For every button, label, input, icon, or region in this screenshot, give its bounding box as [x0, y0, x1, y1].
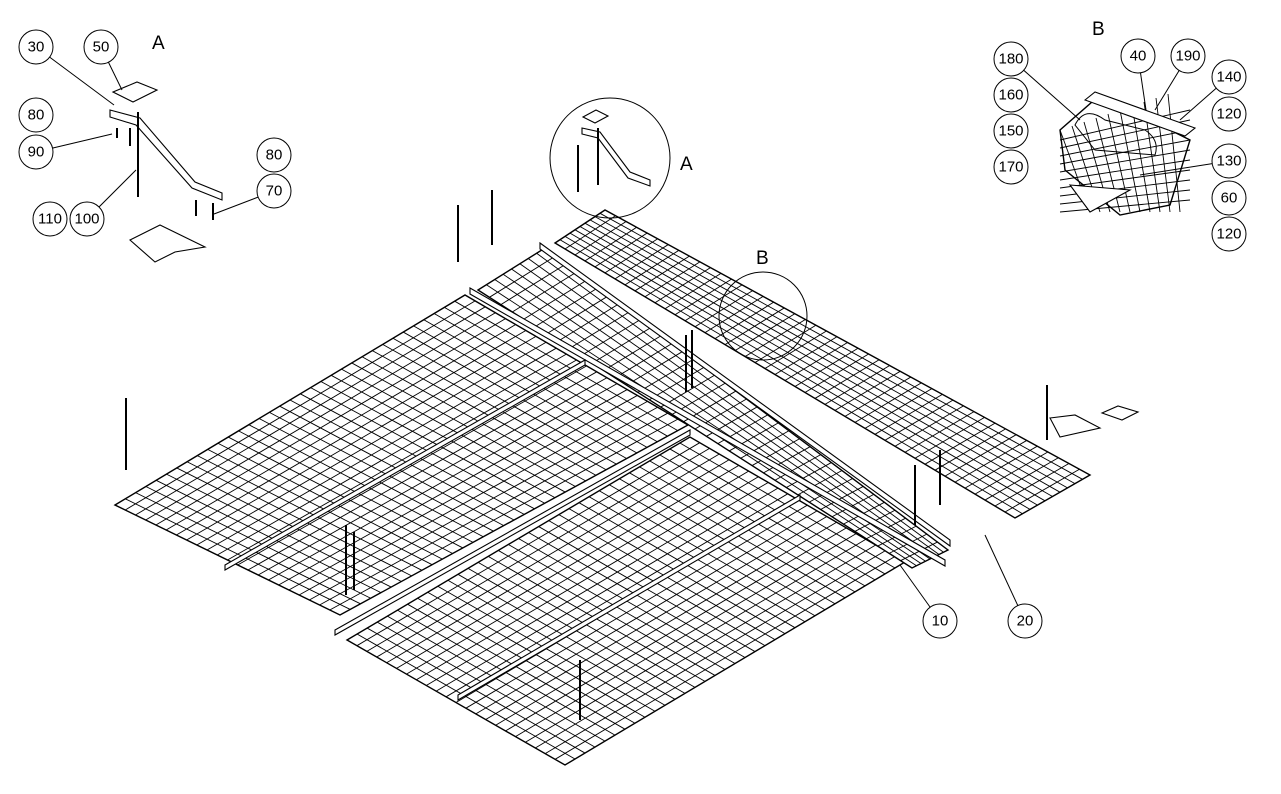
balloon-number: 160	[998, 87, 1023, 104]
item-balloon: 130	[1211, 143, 1247, 179]
balloon-number: 80	[266, 147, 283, 164]
rods	[125, 145, 1140, 720]
view-label-a-main: A	[680, 154, 693, 175]
clamp	[129, 224, 207, 263]
detail-b-inset	[1059, 91, 1197, 216]
item-balloon: 160	[993, 77, 1029, 113]
rail-20	[539, 241, 951, 548]
balloon-number: 40	[1130, 48, 1147, 65]
balloon-number: 70	[266, 183, 283, 200]
balloon-number: 180	[998, 51, 1023, 68]
view-label-a-top: A	[152, 33, 165, 54]
bracket-arm	[1049, 414, 1102, 438]
balloon-number: 10	[932, 613, 949, 630]
balloon-number: 50	[93, 39, 110, 56]
rails	[224, 241, 951, 701]
detail-a-inset	[581, 109, 651, 187]
item-balloon: 190	[1170, 38, 1206, 74]
balloon-number: 120	[1216, 106, 1241, 123]
crossbar-left	[224, 359, 586, 571]
balloon-number: 90	[28, 144, 45, 161]
balloon-number: 120	[1216, 226, 1241, 243]
balloon-number: 20	[1017, 613, 1034, 630]
balloon-number: 150	[998, 123, 1023, 140]
item-balloon: 120	[1211, 216, 1247, 252]
item-balloon: 180	[993, 41, 1029, 77]
item-balloon: 150	[993, 113, 1029, 149]
item-balloon: 90	[18, 134, 54, 170]
balloon-number: 30	[28, 39, 45, 56]
balloon-number: 110	[38, 211, 62, 228]
mesh-panel-back-right	[553, 209, 1092, 519]
view-label-b-top: B	[1092, 19, 1105, 40]
item-balloon: 40	[1120, 38, 1156, 74]
balloon-number: 170	[998, 159, 1023, 176]
item-balloon: 50	[83, 29, 119, 65]
item-balloon: 100	[69, 201, 105, 237]
item-balloon: 120	[1211, 96, 1247, 132]
cover-plate	[1100, 405, 1140, 421]
balloon-number: 140	[1216, 69, 1241, 86]
item-balloon: 30	[18, 29, 54, 65]
view-label-b-main: B	[756, 248, 769, 269]
item-balloon: 10	[922, 603, 958, 639]
item-balloon: 170	[993, 149, 1029, 185]
item-balloon: 60	[1211, 180, 1247, 216]
balloon-number: 60	[1221, 190, 1238, 207]
edge-rail	[334, 429, 691, 636]
balloon-number: 190	[1175, 48, 1200, 65]
detail-a-parts	[109, 81, 223, 263]
balloon-number: 100	[74, 211, 99, 228]
item-balloon: 110	[32, 201, 68, 237]
rail-10	[469, 287, 946, 567]
balloon-number: 80	[28, 107, 45, 124]
item-balloon: 140	[1211, 59, 1247, 95]
item-balloon: 80	[256, 137, 292, 173]
detail-a-circle	[549, 97, 671, 219]
mesh-panel-back-left	[476, 247, 950, 569]
balloon-number: 130	[1216, 153, 1241, 170]
cover-plate	[111, 81, 159, 103]
item-balloon: 20	[1007, 603, 1043, 639]
bracket-arm	[109, 109, 223, 201]
mesh-panel-left	[113, 294, 690, 616]
crossbar-front	[457, 494, 801, 701]
item-balloon: 80	[18, 97, 54, 133]
balloons: 30 50 80 90 110 100 80 70 180 40 190 140 120 160 150 17…	[18, 29, 1247, 639]
detail-b-circle	[718, 271, 808, 361]
item-balloon: 70	[256, 173, 292, 209]
